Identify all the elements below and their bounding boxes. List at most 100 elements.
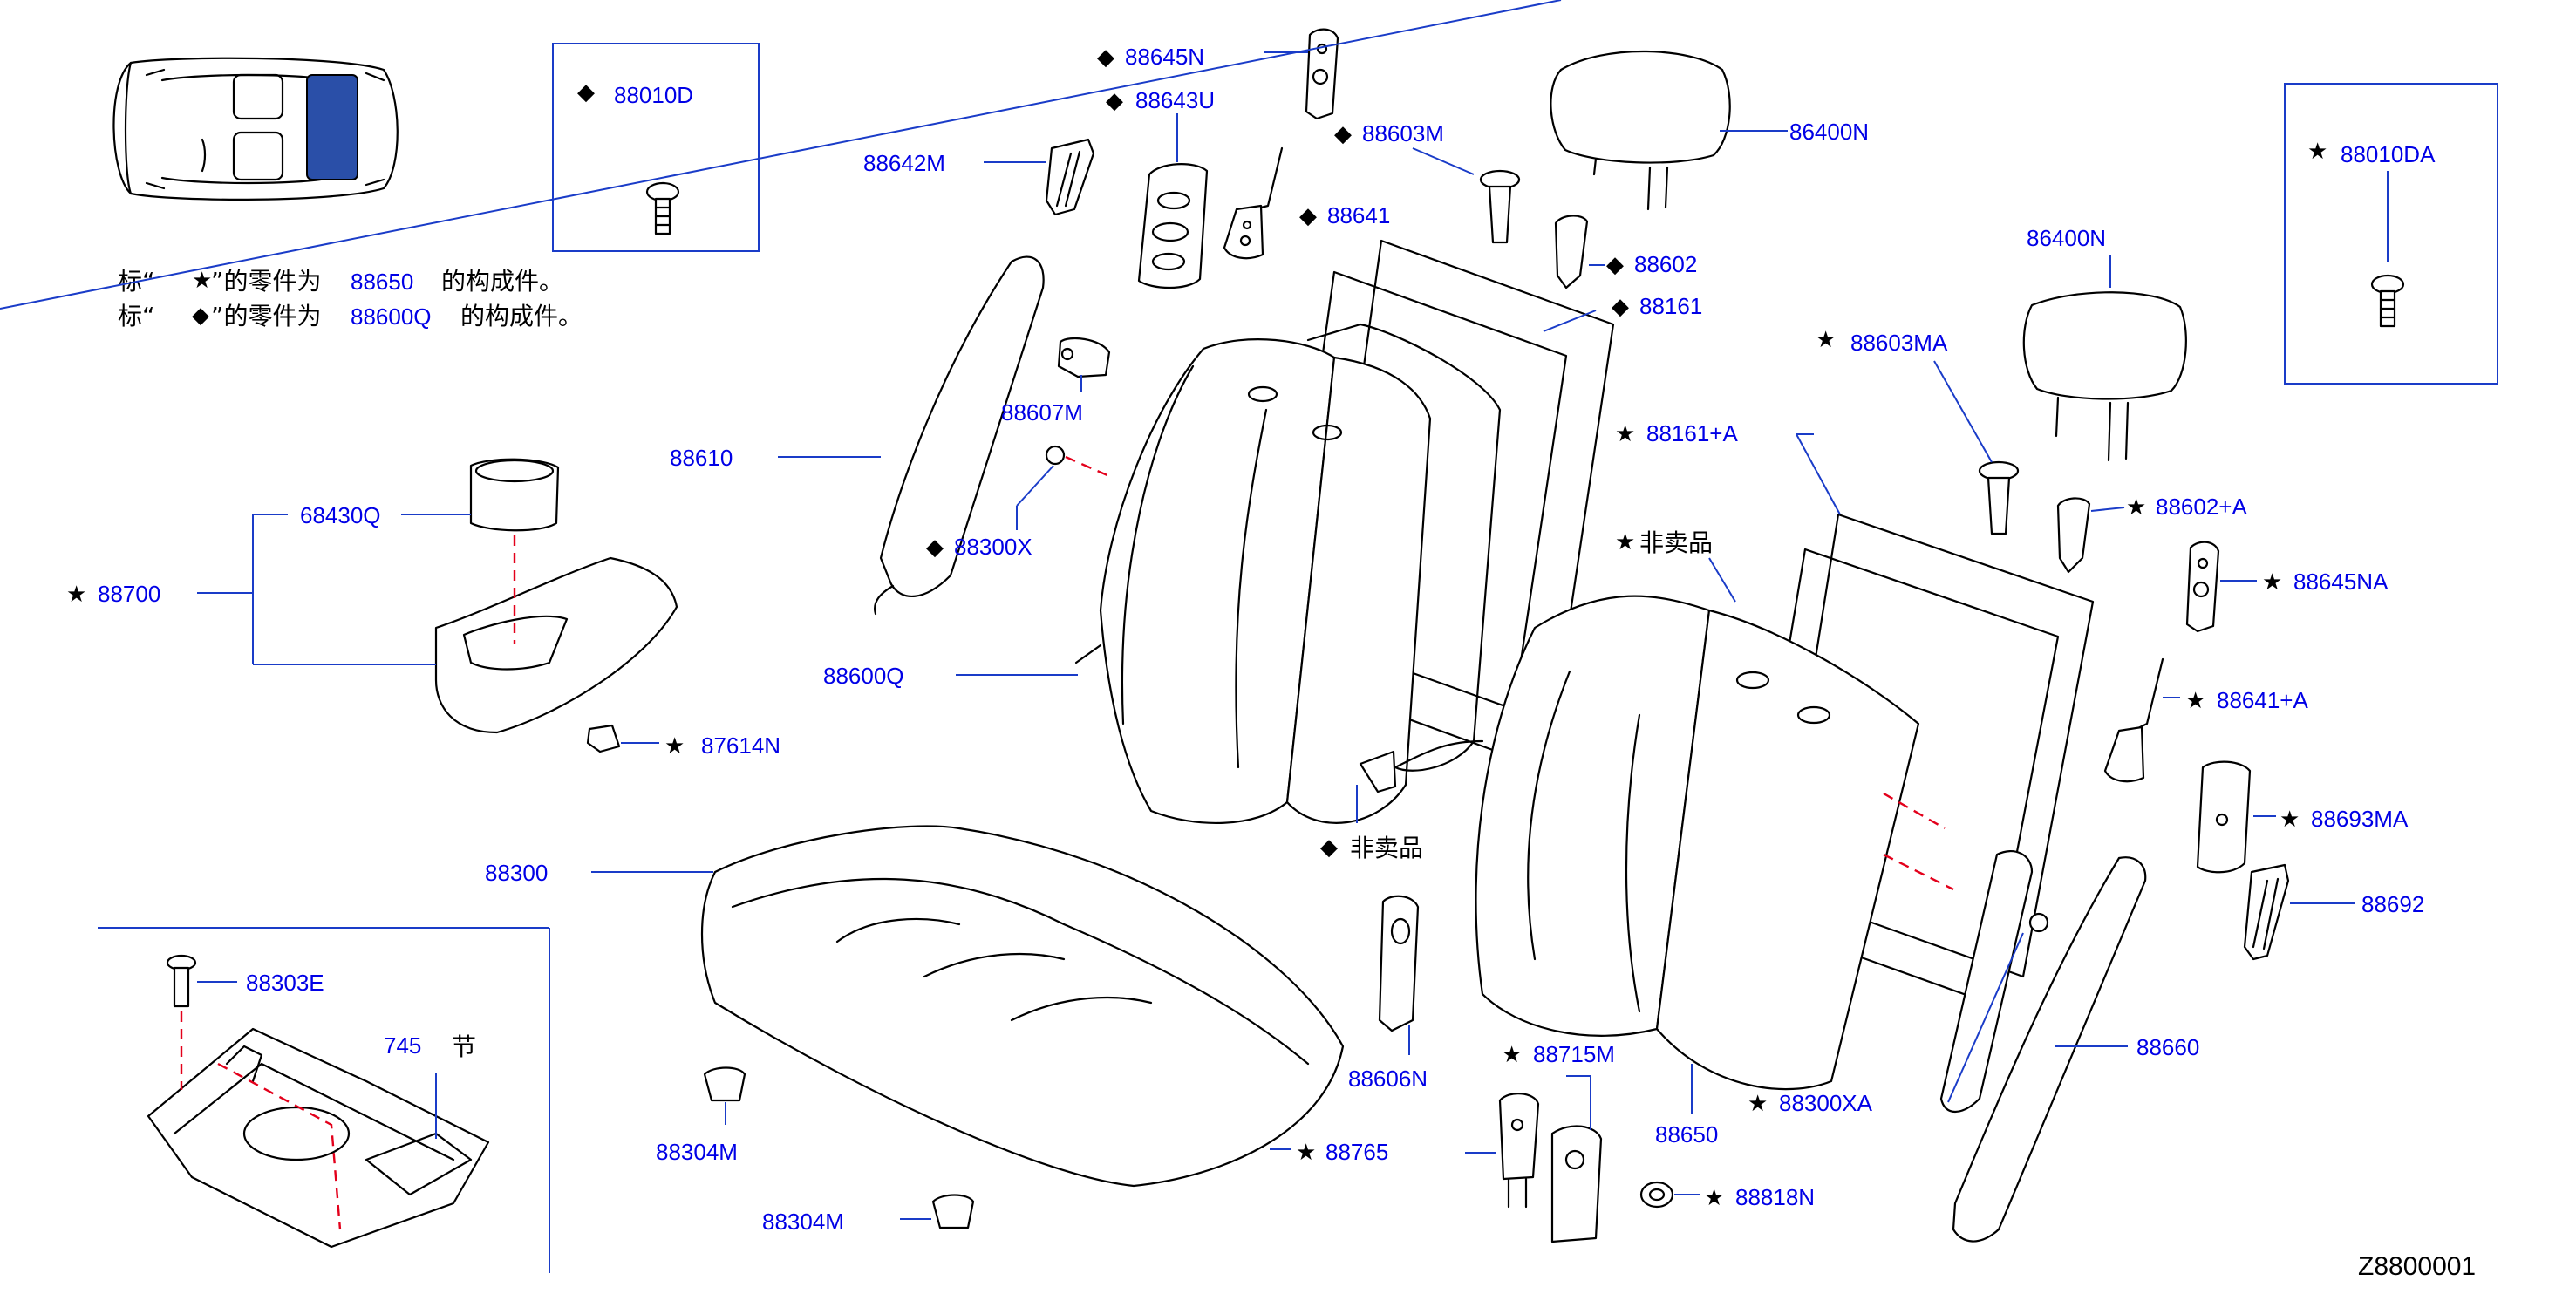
svg-text:88715M: 88715M [1533,1041,1615,1067]
svg-text:★: ★ [2262,569,2282,595]
part-88610: 88610 [670,255,1045,616]
svg-text:◆: ◆ [1299,202,1317,228]
part-88607M: 88607M [1001,337,1111,426]
svg-text:★: ★ [66,581,86,607]
part-88818N: ★ 88818N [1639,1181,1815,1210]
svg-text:88645NA: 88645NA [2293,569,2389,595]
svg-text:的构成件。: 的构成件。 [460,302,583,330]
svg-text:88765: 88765 [1325,1139,1388,1165]
svg-text:88300X: 88300X [954,534,1032,560]
part-88304M-a: 88304M [656,1066,746,1165]
part-88660: 88660 [1952,856,2199,1243]
svg-text:◆: ◆ [1320,834,1338,860]
part-88603M: ◆ 88603M [1223,120,1521,260]
svg-text:★: ★ [1502,1041,1522,1067]
svg-text:非卖品: 非卖品 [1639,528,1713,557]
inset-88010D: ◆ 88010D [552,43,760,252]
svg-text:★: ★ [2280,806,2300,832]
armrest-88700: 68430Q ★ 88700 [66,458,678,734]
part-88606N: 88606N [1348,895,1428,1092]
svg-text:88161: 88161 [1639,293,1702,319]
part-88300X: ◆ 88300X [926,445,1110,560]
part-88304M-b: 88304M [762,1194,975,1235]
svg-text:非卖品: 非卖品 [1350,834,1423,862]
part-88603MA: ★ 88603MA [1816,326,2020,535]
svg-text:★: ★ [664,732,685,759]
svg-text:88300XA: 88300XA [1779,1090,1873,1116]
part-88300XA: ★ 88300XA [1748,932,2024,1116]
headrest-left-86400N: 86400N [1550,50,1869,211]
svg-text:88607M: 88607M [1001,399,1083,426]
part-87614N: ★ 87614N [586,724,780,759]
part-88765: ★ 88765 [1270,1139,1388,1165]
svg-text:88650: 88650 [1655,1121,1718,1148]
part-88642M: 88642M [863,138,1095,216]
svg-text:745: 745 [384,1032,421,1059]
svg-text:★: ★ [1296,1139,1316,1165]
part-88645NA: ★ 88645NA [2185,541,2389,633]
svg-text:◆: ◆ [1606,251,1624,277]
svg-text:88161+A: 88161+A [1646,420,1738,446]
svg-text:的构成件。: 的构成件。 [441,267,563,296]
svg-text:88600Q: 88600Q [823,663,904,689]
svg-text:88602+A: 88602+A [2156,494,2247,520]
legend: 标“ ★ ”的零件为 88650 的构成件。 标“ ◆ ”的零件为 88600Q… [118,267,583,330]
diagram-id: Z8800001 [2358,1252,2476,1281]
svg-text:★: ★ [1615,528,1635,555]
svg-text:◆: ◆ [577,78,595,105]
svg-text:88600Q: 88600Q [351,303,432,330]
svg-text:标“: 标“ [118,302,155,330]
svg-text:88304M: 88304M [656,1139,738,1165]
part-88692: 88692 [2243,863,2424,961]
svg-text:88650: 88650 [351,269,413,295]
part-88645N: ◆ 88645N [1097,28,1339,120]
svg-text:68430Q: 68430Q [300,502,381,528]
headrest-right-86400N: 86400N [2022,225,2187,462]
part-88641: ◆ 88641 [1299,202,1390,228]
svg-text:★: ★ [1816,326,1836,352]
svg-text:★: ★ [192,267,212,293]
svg-text:88603MA: 88603MA [1850,330,1948,356]
svg-text:88692: 88692 [2361,891,2424,917]
svg-text:88645N: 88645N [1125,44,1204,70]
floor-inset: 88303E 745 节 [98,927,550,1273]
svg-text:★: ★ [2126,494,2146,520]
svg-text:88642M: 88642M [863,150,945,176]
seat-cushion-88300: 88300 [485,825,1345,1188]
svg-text:88660: 88660 [2136,1034,2199,1060]
svg-text:88602: 88602 [1634,251,1697,277]
part-88715M: ★ 88715M [1465,1041,1615,1243]
svg-text:◆: ◆ [1334,120,1352,146]
svg-text:★: ★ [1704,1184,1724,1210]
svg-text:88818N: 88818N [1735,1184,1815,1210]
part-88602: ◆ 88602 [1554,215,1697,289]
svg-text:”的零件为: ”的零件为 [211,267,322,296]
svg-text:★: ★ [2307,138,2327,164]
svg-text:88643U: 88643U [1135,87,1215,113]
inset-88010DA: ★ 88010DA [2284,83,2498,385]
svg-text:”的零件为: ”的零件为 [211,302,322,330]
svg-text:◆: ◆ [1612,293,1629,319]
svg-text:88303E: 88303E [246,970,324,996]
svg-text:◆: ◆ [192,302,209,328]
svg-text:88010DA: 88010DA [2341,141,2436,167]
svg-text:◆: ◆ [1106,87,1123,113]
svg-text:★: ★ [1748,1090,1768,1116]
part-88641A: ★ 88641+A [2103,657,2308,783]
svg-text:88641+A: 88641+A [2217,687,2308,713]
svg-text:88610: 88610 [670,445,733,471]
svg-text:86400N: 86400N [2027,225,2106,251]
part-88693MA: ★ 88693MA [2196,760,2409,874]
svg-text:86400N: 86400N [1789,119,1869,145]
svg-text:88641: 88641 [1327,202,1390,228]
seatback-left-88600Q: 88600Q ◆ 非卖品 [823,323,1502,862]
part-88602A: ★ 88602+A [2056,494,2247,574]
svg-text:★: ★ [1615,420,1635,446]
svg-text:88010D: 88010D [614,82,693,108]
part-88643U: ◆ 88643U [1106,87,1215,289]
part-88161: ◆ 88161 [0,0,1702,757]
svg-text:88693MA: 88693MA [2311,806,2409,832]
svg-text:★: ★ [2185,687,2205,713]
